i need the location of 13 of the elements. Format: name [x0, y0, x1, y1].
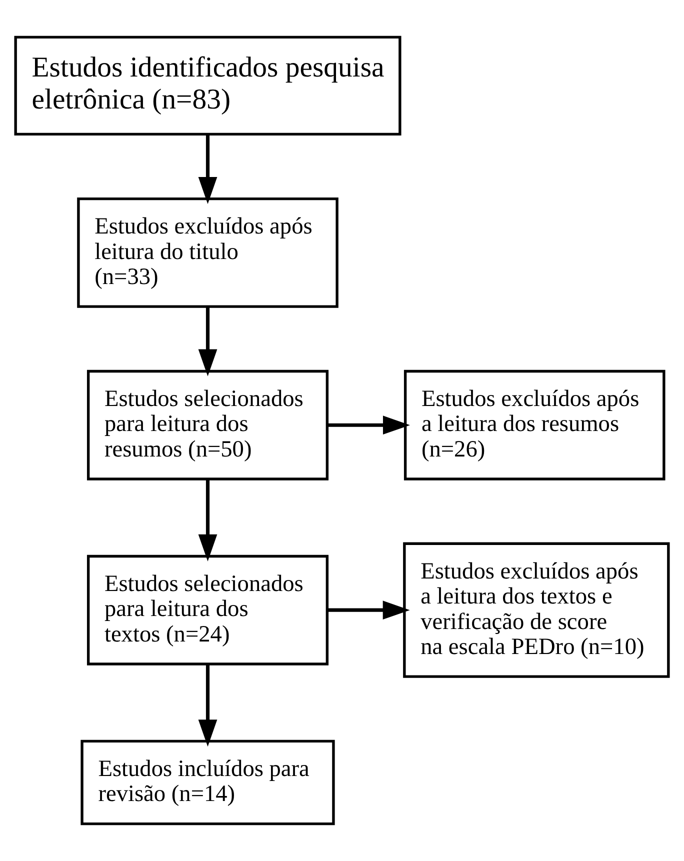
arrow — [198, 307, 218, 376]
arrow — [198, 479, 218, 562]
node-box: Estudos excluídos após leitura do titulo (n=33) — [77, 197, 338, 308]
arrow — [328, 600, 410, 620]
arrow — [198, 664, 218, 747]
node-box: Estudos selecionados para leitura dos resumos (n=50) — [86, 370, 329, 480]
arrow — [198, 134, 218, 204]
node-box: Estudos excluídos após a leitura dos textos e verificação de score na escala PEDro (n=10) — [403, 542, 670, 678]
node-box: Estudos identificados pesquisa eletrônica (n=83) — [14, 36, 402, 136]
node-box: Estudos selecionados para leitura dos textos (n=24) — [86, 554, 329, 666]
node-box: Estudos excluídos após a leitura dos resumos (n=26) — [404, 370, 666, 480]
node-box: Estudos incluídos para revisão (n=14) — [80, 740, 335, 826]
arrow — [328, 416, 410, 435]
